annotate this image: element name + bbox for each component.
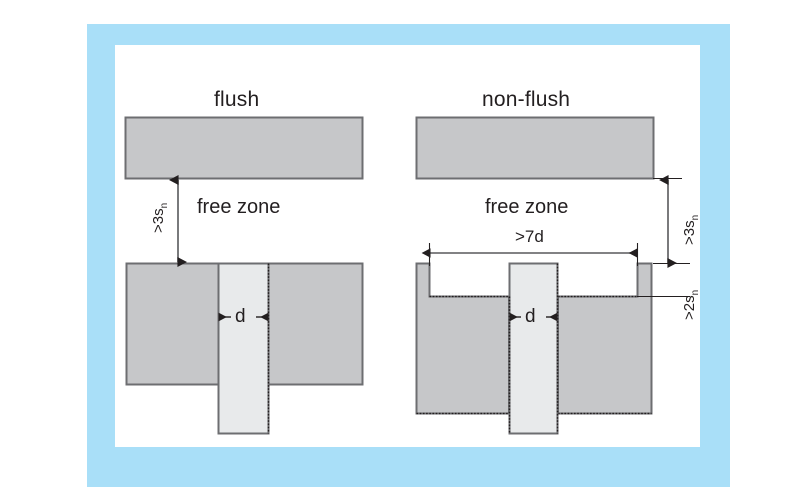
flush-panel-graphics xyxy=(124,116,364,435)
nonflush-recess-depth-label: >2sn xyxy=(681,290,701,320)
nonflush-sensor-barrel xyxy=(508,262,559,435)
nonflush-panel-title: non-flush xyxy=(482,88,571,111)
nonflush-diameter-label: d xyxy=(525,306,536,327)
flush-target-plate xyxy=(124,116,364,180)
nonflush-recess-depth-value: >2s xyxy=(681,295,698,320)
nonflush-mount-block-left xyxy=(415,262,510,415)
nonflush-panel-graphics xyxy=(415,116,690,435)
nonflush-target-plate xyxy=(415,116,655,180)
flush-free-zone-label: free zone xyxy=(197,196,281,218)
nonflush-clearance-value: >3s xyxy=(681,220,698,245)
flush-mount-block-left xyxy=(125,262,220,386)
nonflush-clearance-label: >3sn xyxy=(681,215,701,245)
flush-clearance-label: >3sn xyxy=(150,203,170,233)
nonflush-free-zone-label: free zone xyxy=(485,196,569,218)
nonflush-mount-block-right xyxy=(557,262,653,415)
flush-sensor-barrel xyxy=(217,262,270,435)
flush-clearance-value: >3s xyxy=(150,208,167,233)
nonflush-clearance-subscript: n xyxy=(690,214,701,221)
flush-diameter-label: d xyxy=(235,306,246,327)
nonflush-free-width-label: >7d xyxy=(515,227,544,246)
flush-mount-block-right xyxy=(267,262,364,386)
flush-clearance-subscript: n xyxy=(159,202,170,209)
nonflush-recess-depth-subscript: n xyxy=(690,289,701,296)
flush-panel-title: flush xyxy=(214,88,260,111)
